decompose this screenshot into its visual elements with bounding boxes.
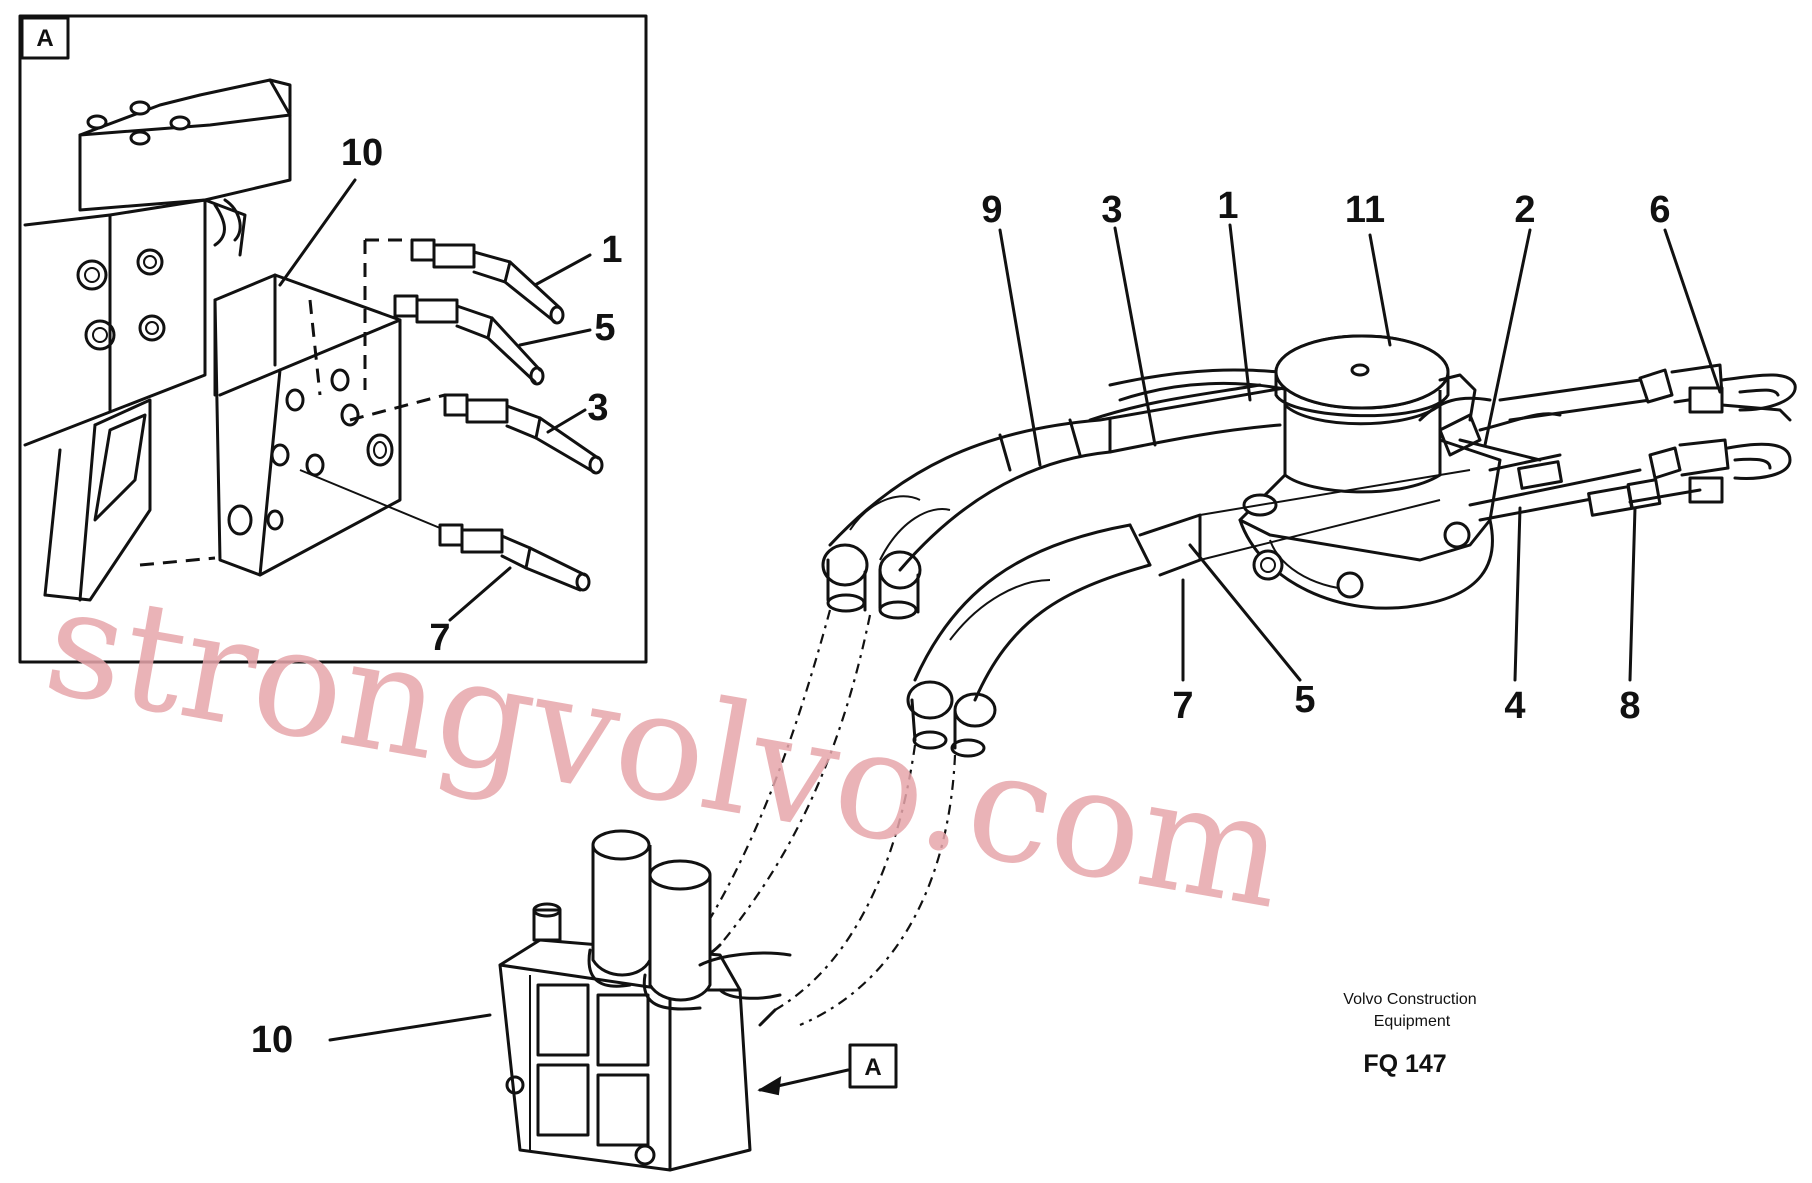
leader-6 — [1663, 228, 1722, 394]
leader-3 — [1113, 226, 1157, 447]
view-a-box — [848, 1043, 898, 1089]
caption-line-2: Equipment — [1374, 1013, 1451, 1030]
callout-4: 4 — [1504, 685, 1525, 727]
inset-tag-box — [20, 16, 70, 60]
leader-8 — [1628, 506, 1637, 682]
callout-2: 2 — [1514, 189, 1535, 231]
inset-fitting-1 — [363, 238, 565, 390]
inset-fitting-3 — [349, 393, 604, 475]
leader-11 — [1368, 233, 1392, 347]
view-a-label: A — [864, 1054, 881, 1081]
leader-10 — [328, 1013, 492, 1042]
leader-inset-5 — [518, 328, 592, 347]
inset-bracket — [43, 398, 152, 602]
inset-view-a: A — [18, 14, 648, 664]
leader-5 — [1188, 543, 1302, 682]
callout-1: 1 — [1217, 185, 1238, 227]
callout-8: 8 — [1619, 685, 1640, 727]
callout-6: 6 — [1649, 189, 1670, 231]
figure-code: FQ 147 — [1363, 1050, 1446, 1078]
leader-1 — [1228, 223, 1252, 402]
callout-inset-1: 1 — [601, 229, 622, 271]
callout-inset-10: 10 — [341, 132, 383, 174]
right-fittings — [1199, 363, 1797, 561]
callout-10: 10 — [251, 1019, 293, 1061]
inset-valve-body — [23, 198, 247, 447]
leader-inset-1 — [533, 253, 592, 287]
leader-9 — [998, 228, 1042, 467]
inset-tag-label: A — [36, 25, 53, 52]
leader-4 — [1513, 506, 1522, 682]
inset-solenoid-block — [78, 78, 292, 212]
callout-inset-3: 3 — [587, 387, 608, 429]
view-a-tag: A — [757, 1043, 898, 1096]
leader-inset-10 — [278, 178, 357, 287]
callout-11: 11 — [1345, 189, 1385, 231]
leader-2 — [1483, 228, 1532, 447]
callout-3: 3 — [1101, 189, 1122, 231]
callout-9: 9 — [981, 189, 1002, 231]
callout-inset-5: 5 — [594, 307, 615, 349]
inset-fitting-7 — [299, 469, 591, 592]
upper-hose-bundle — [821, 368, 1332, 620]
leader-inset-3 — [546, 408, 587, 434]
inset-frame — [18, 14, 648, 664]
inset-distribution-block — [139, 273, 402, 577]
inset-fitting-5 — [308, 294, 545, 396]
pilot-valve — [1238, 334, 1502, 610]
callout-inset-7: 7 — [429, 617, 450, 659]
leader-inset-7 — [448, 566, 512, 622]
lower-hose-bundle — [906, 513, 1202, 758]
callout-5: 5 — [1294, 679, 1315, 721]
caption-line-1: Volvo Construction — [1343, 991, 1476, 1008]
callout-7: 7 — [1172, 685, 1193, 727]
control-block — [498, 829, 792, 1172]
